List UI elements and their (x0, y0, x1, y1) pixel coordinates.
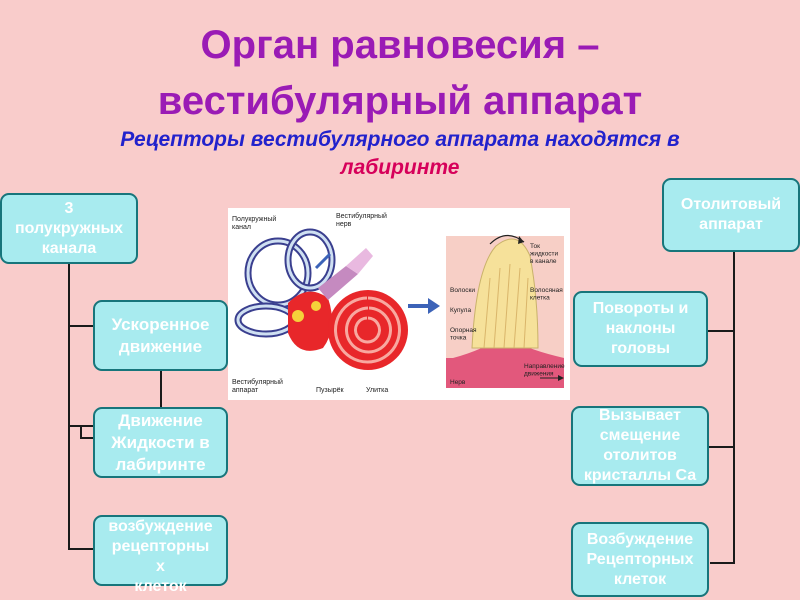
canals-box: 3 полукружных канала (0, 193, 138, 264)
label-nerve: Нерв (450, 379, 466, 386)
ampulla-1 (292, 310, 304, 322)
subtitle-line-2: лабиринте (340, 156, 460, 179)
left-step-line (80, 425, 82, 438)
subtitle-line-1: Рецепторы вестибулярного аппарата находя… (120, 128, 680, 151)
shift-box: Вызывает смещение отолитов кристаллы Са (571, 406, 709, 486)
label-bubble: Пузырёк (316, 387, 345, 394)
cupula-shape (471, 238, 539, 349)
acceleration-to-fluid-line (160, 370, 162, 408)
label-hairs: Волоски (450, 287, 475, 294)
left-branch-excitation (68, 548, 94, 550)
acceleration-box: Ускоренное движение (93, 300, 228, 371)
left-branch-acceleration (68, 325, 94, 327)
title-line-2: вестибулярный аппарат (157, 79, 643, 123)
right-trunk-line (733, 251, 735, 564)
cochlea (328, 290, 408, 370)
turns-box: Повороты и наклоны головы (573, 291, 708, 367)
right-branch-excitation (710, 562, 735, 564)
title-line-1: Орган равновесия – (200, 23, 600, 67)
right-branch-shift (708, 446, 735, 448)
fluid-box: Движение Жидкости в лабиринте (93, 407, 228, 478)
otolith-box: Отолитовый аппарат (662, 178, 800, 252)
left-trunk-line (68, 263, 70, 549)
left-step-line-2 (80, 437, 94, 439)
vestibular-nerve-drawing (318, 266, 358, 300)
excitation-left-box: возбуждение рецепторны х клеток (93, 515, 228, 595)
label-cupula: Купула (450, 307, 471, 314)
ampulla-2 (311, 301, 321, 311)
vestibule (288, 291, 332, 351)
transition-arrow (408, 298, 440, 314)
label-cochlea: Улитка (366, 387, 388, 394)
right-branch-turns (708, 330, 735, 332)
crista-base (446, 336, 564, 388)
excitation-right-box: Возбуждение Рецепторных клеток (571, 522, 709, 597)
